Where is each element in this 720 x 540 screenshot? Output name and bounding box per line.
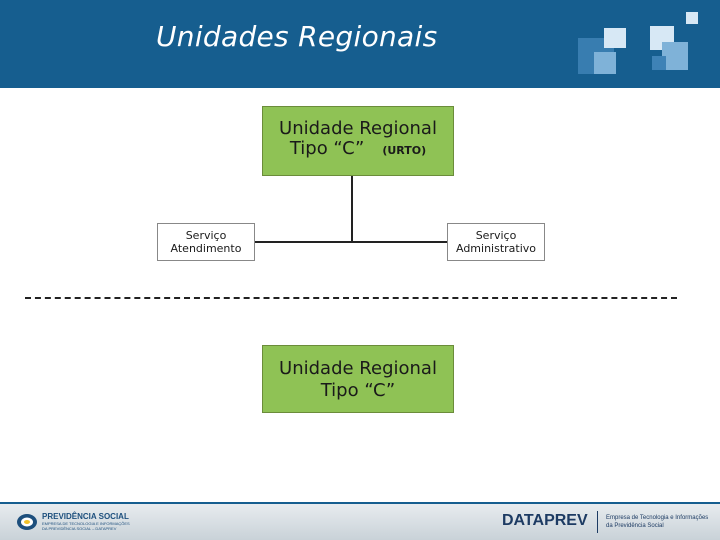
previdencia-sub2: DA PREVIDÊNCIA SOCIAL – DATAPREV: [42, 526, 117, 531]
previdencia-name: PREVIDÊNCIA SOCIAL: [42, 512, 129, 521]
service-atendimento-box: Serviço Atendimento: [157, 223, 255, 261]
top-unit-box: Unidade Regional Tipo “C” (URTO): [262, 106, 454, 176]
top-unit-tag: (URTO): [382, 144, 427, 157]
bottom-unit-line1: Unidade Regional: [279, 358, 437, 379]
decorative-square: [604, 28, 626, 48]
dataprev-subtitle: Empresa de Tecnologia e Informações da P…: [606, 514, 716, 530]
dashed-separator: [25, 297, 677, 299]
header-bar: Unidades Regionais: [0, 0, 720, 88]
connector-vertical: [351, 176, 353, 242]
left-service-line2: Atendimento: [170, 242, 242, 255]
right-service-line2: Administrativo: [455, 242, 537, 255]
bottom-unit-box: Unidade Regional Tipo “C”: [262, 345, 454, 413]
left-service-line1: Serviço: [185, 229, 227, 242]
decorative-square: [686, 12, 698, 24]
decorative-square: [594, 52, 616, 74]
top-unit-line1: Unidade Regional: [279, 118, 437, 139]
service-administrativo-box: Serviço Administrativo: [447, 223, 545, 261]
decorative-square: [662, 42, 688, 70]
page-title: Unidades Regionais: [156, 20, 438, 53]
previdencia-sub1: EMPRESA DE TECNOLOGIA E INFORMAÇÕES: [42, 521, 130, 526]
dataprev-sub2: da Previdência Social: [606, 523, 664, 529]
bottom-unit-line2: Tipo “C”: [320, 380, 396, 401]
dataprev-separator: [597, 511, 598, 533]
connector-horizontal: [255, 241, 447, 243]
right-service-line1: Serviço: [475, 229, 517, 242]
top-unit-line2: Tipo “C”: [289, 138, 365, 159]
previdencia-brand: PREVIDÊNCIA SOCIAL EMPRESA DE TECNOLOGIA…: [42, 512, 130, 531]
decorative-square: [652, 56, 666, 70]
previdencia-logo-icon: [17, 514, 37, 530]
dataprev-sub1: Empresa de Tecnologia e Informações: [606, 515, 709, 521]
dataprev-logo: DATAPREV: [502, 512, 588, 529]
footer-divider: [0, 502, 720, 504]
footer-bar: [0, 502, 720, 540]
